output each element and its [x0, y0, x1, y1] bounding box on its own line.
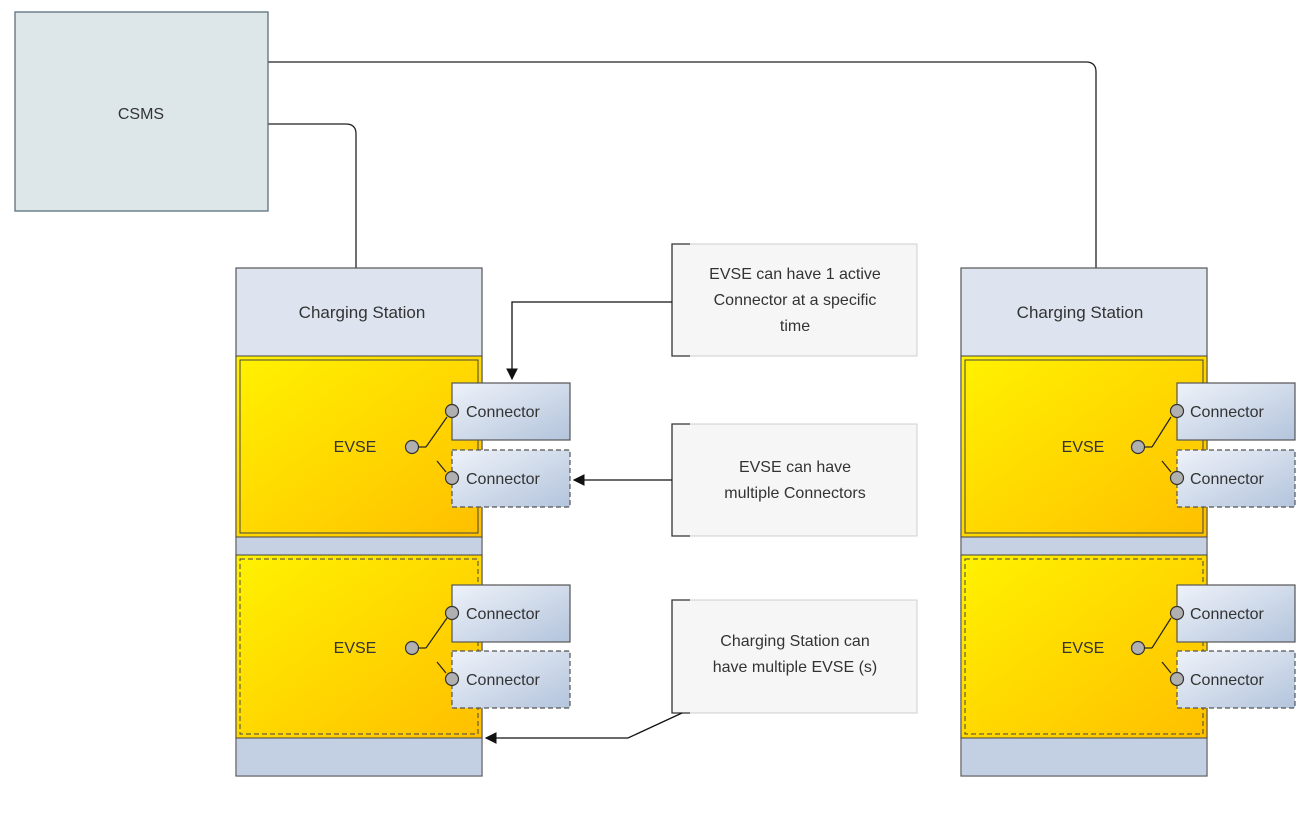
connector-1-2-1-label: Connector [466, 606, 540, 623]
connector-1-2-1 [451, 584, 571, 643]
connector-1-2-1-node [444, 605, 460, 621]
evse-2-2: EVSE Connector Connector [960, 554, 1296, 739]
note-3-line-1: Charging Station can [720, 633, 869, 650]
evse-2-1-label: EVSE [1062, 439, 1105, 456]
evse-1-2-label: EVSE [334, 640, 377, 657]
connector-1-1-2-label: Connector [466, 471, 540, 488]
note-1-arrow [506, 301, 672, 381]
note-2-line-2: multiple Connectors [724, 485, 865, 502]
connector-2-1-2-label: Connector [1190, 471, 1264, 488]
evse-2-1-node [1130, 439, 1146, 455]
connector-1-2-2-node [444, 671, 460, 687]
csms-box: CSMS [14, 11, 269, 212]
charging-station-1: Charging Station EVSE Connector Connecto… [235, 267, 571, 777]
evse-1-2-node [404, 640, 420, 656]
evse-2-2-node [1130, 640, 1146, 656]
csms-label: CSMS [118, 106, 164, 123]
evse-1-2: EVSE Connector Connector [235, 554, 571, 739]
connector-2-2-1-label: Connector [1190, 606, 1264, 623]
connector-2-1-2 [1176, 449, 1296, 508]
connector-1-1-2-node [444, 470, 460, 486]
charging-station-2: Charging Station EVSE Connector Connecto… [960, 267, 1296, 777]
note-3-line-2: have multiple EVSE (s) [713, 659, 878, 676]
connector-2-1-2-node [1169, 470, 1185, 486]
connector-1-1-2 [451, 449, 571, 508]
csms-to-station-2-line [268, 61, 1097, 268]
note-2-line-1: EVSE can have [739, 459, 851, 476]
connector-2-1-1-label: Connector [1190, 404, 1264, 421]
connector-2-1-1-node [1169, 403, 1185, 419]
connector-1-1-1-node [444, 403, 460, 419]
charging-station-1-title: Charging Station [299, 303, 426, 322]
charging-station-2-title: Charging Station [1017, 303, 1144, 322]
evse-2-2-label: EVSE [1062, 640, 1105, 657]
connector-1-2-2-label: Connector [466, 672, 540, 689]
evse-1-1: EVSE Connector Connector [235, 355, 571, 538]
note-1: EVSE can have 1 active Connector at a sp… [671, 243, 918, 357]
note-1-line-3: time [780, 318, 810, 335]
csms-to-station-1-line [268, 123, 357, 268]
connector-2-1-1 [1176, 382, 1296, 441]
connector-2-2-2-label: Connector [1190, 672, 1264, 689]
connector-1-1-1 [451, 382, 571, 441]
note-2: EVSE can have multiple Connectors [671, 423, 918, 537]
connector-2-2-2-node [1169, 671, 1185, 687]
connector-1-2-2 [451, 650, 571, 709]
note-3-arrow [484, 712, 683, 744]
evse-1-1-node [404, 439, 420, 455]
note-3: Charging Station can have multiple EVSE … [671, 599, 918, 714]
evse-1-1-label: EVSE [334, 439, 377, 456]
evse-2-1: EVSE Connector Connector [960, 355, 1296, 538]
connector-2-2-1-node [1169, 605, 1185, 621]
connector-2-2-2 [1176, 650, 1296, 709]
connector-1-1-1-label: Connector [466, 404, 540, 421]
note-1-line-2: Connector at a specific [714, 292, 877, 309]
note-1-line-1: EVSE can have 1 active [709, 266, 881, 283]
